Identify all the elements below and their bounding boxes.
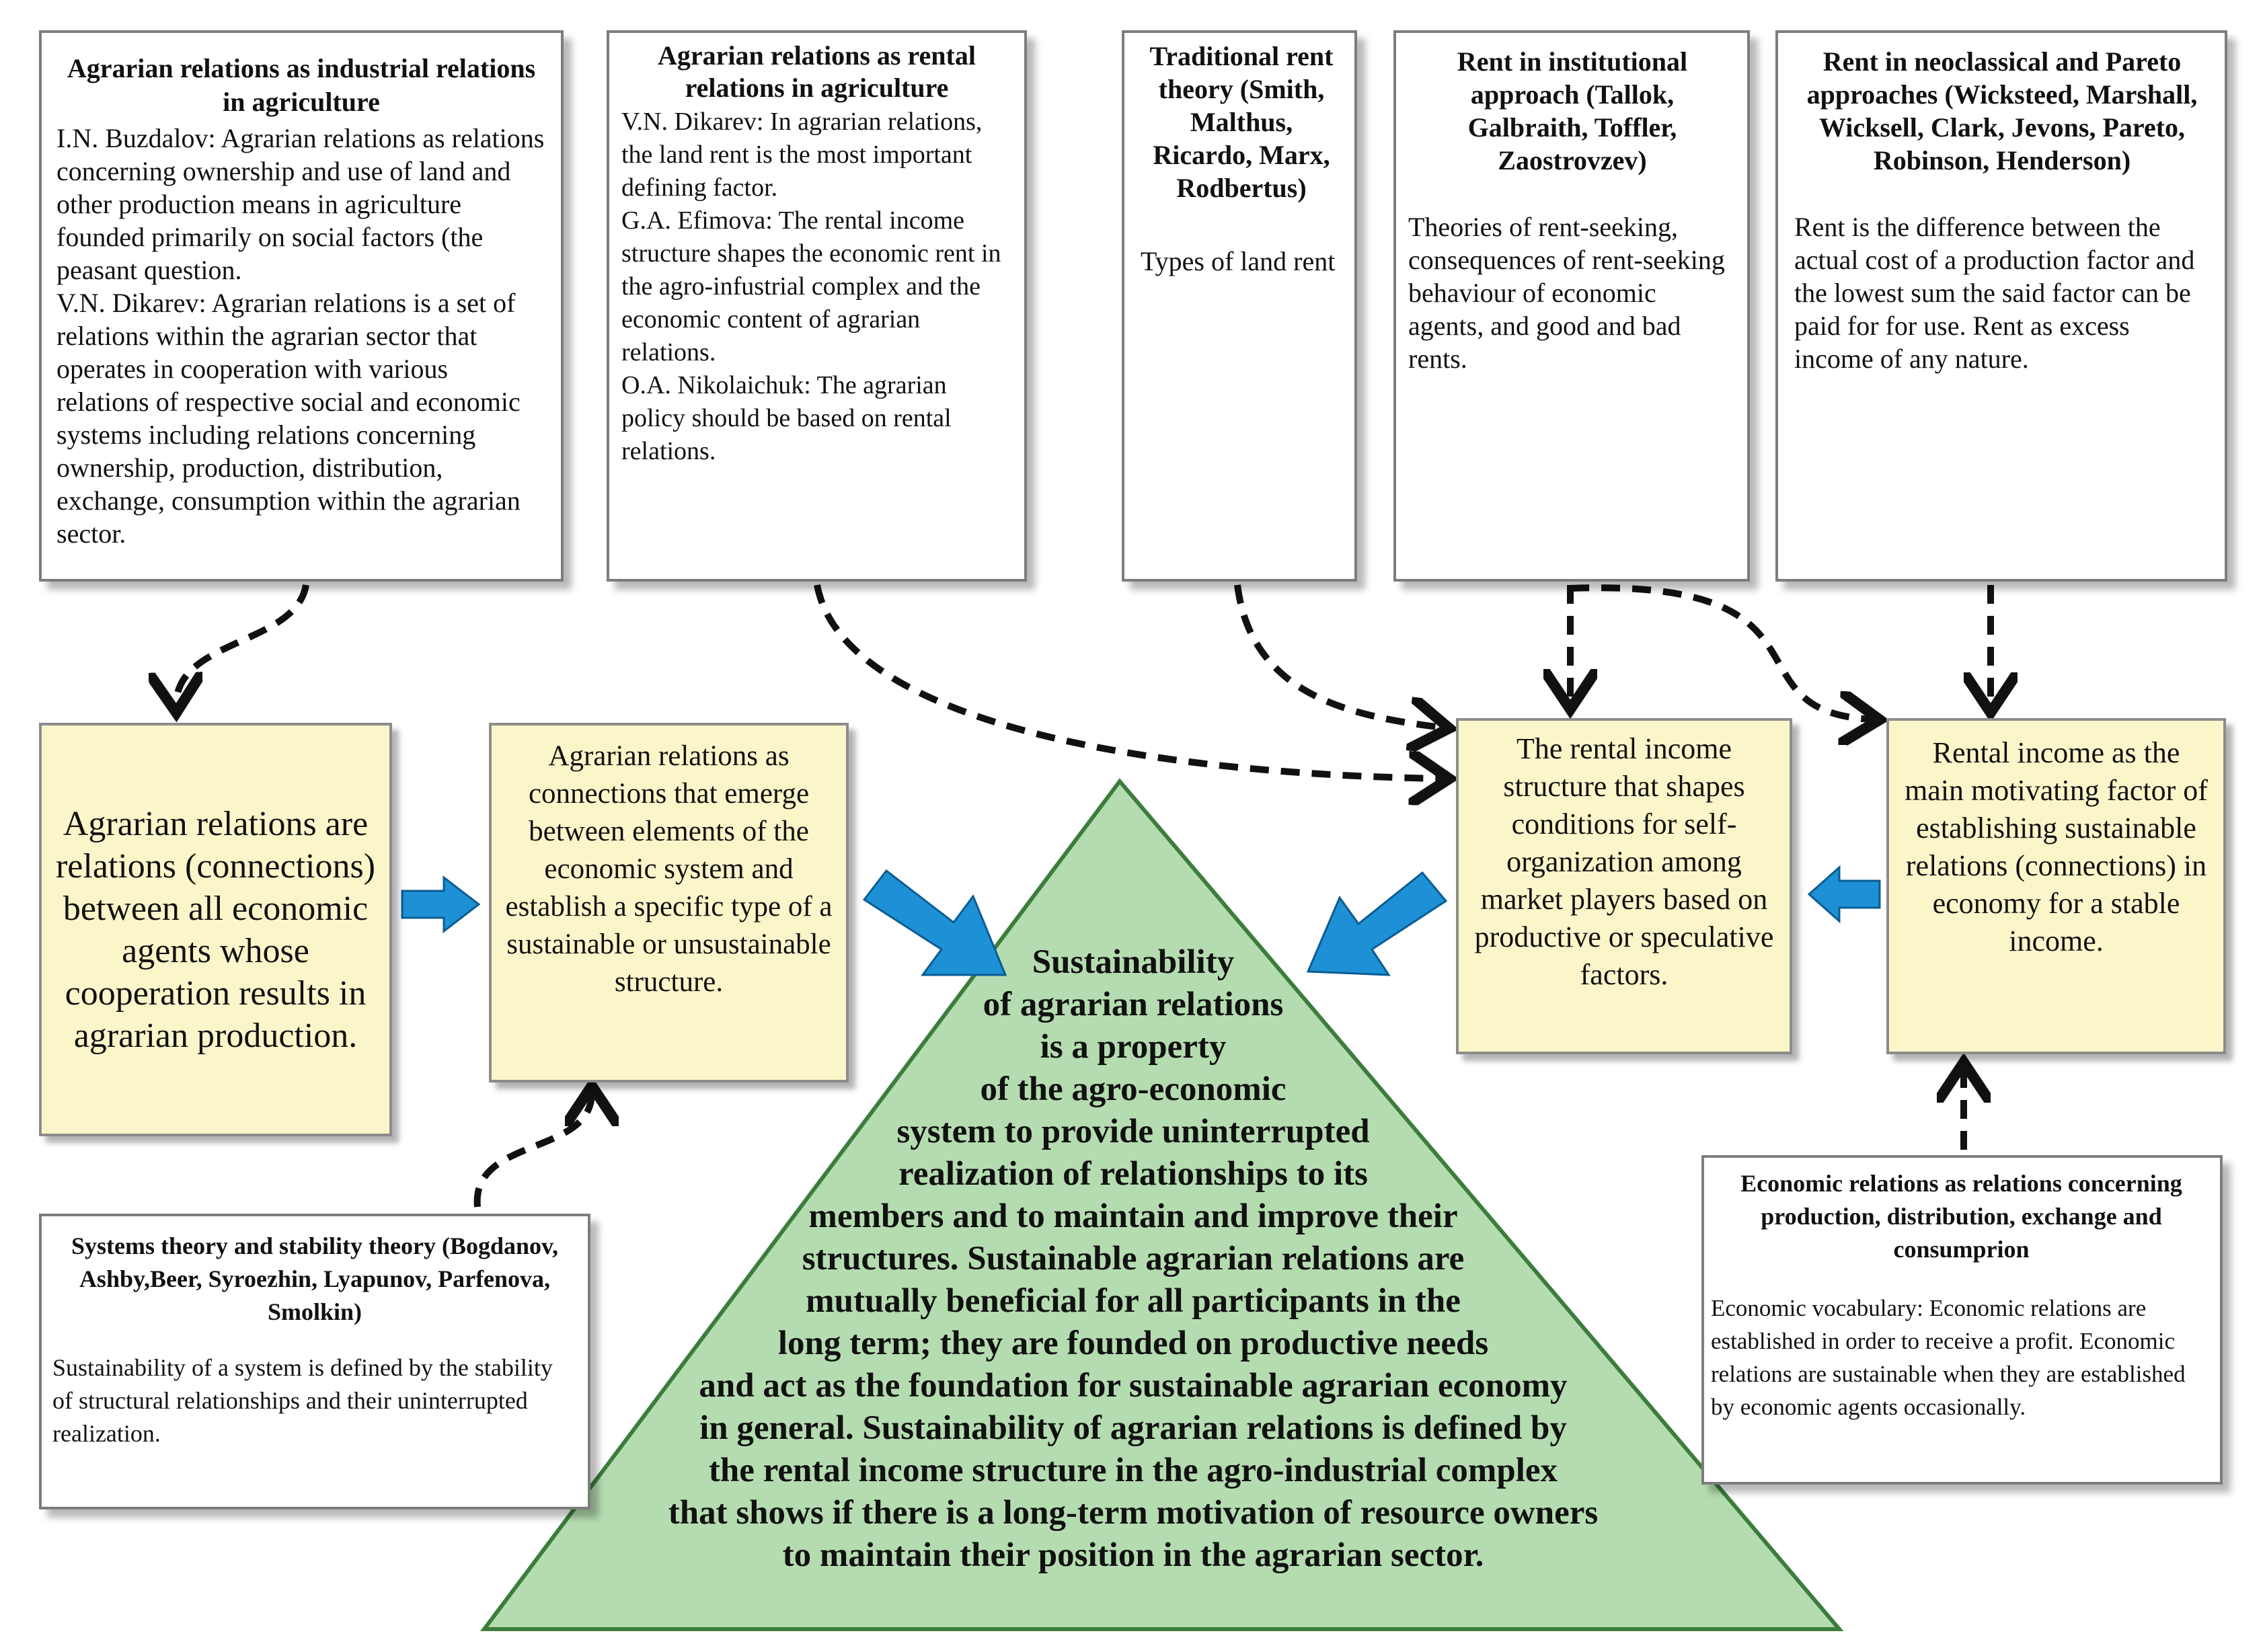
box-economic-text: Economic vocabulary: Economic relations … (1711, 1295, 2186, 1420)
yellow-system-text: Agrarian relations as connections that e… (505, 740, 833, 998)
sustainability-triangle (480, 778, 1844, 1631)
blue-arrow-connections-to-system (401, 875, 481, 934)
box-industrial-relations: Agrarian relations as industrial relatio… (39, 30, 564, 582)
dashed-arrow-institutional-to-motivating (1570, 584, 1873, 719)
box-rental-text: V.N. Dikarev: In agrarian relations, the… (621, 108, 1001, 465)
dashed-arrow-systems-to-system (473, 1093, 592, 1208)
box-traditional-text: Types of land rent (1141, 246, 1336, 276)
box-rental-relations: Agrarian relations as rental relations i… (607, 30, 1027, 582)
box-institutional-rent: Rent in institutional approach (Tallok, … (1393, 30, 1750, 582)
blue-arrow-system-to-triangle (862, 869, 1007, 976)
yellow-box-relations-connections: Agrarian relations are relations (connec… (39, 723, 392, 1136)
dashed-arrow-rental-to-structure (814, 584, 1443, 779)
yellow-structure-text: The rental income structure that shapes … (1474, 732, 1774, 991)
box-neoclassical-text: Rent is the difference between the actua… (1794, 212, 2195, 374)
box-rental-title: Agrarian relations as rental relations i… (658, 40, 976, 103)
dashed-arrow-industrial-to-connections (176, 584, 309, 706)
blue-arrow-structure-to-triangle (1306, 871, 1448, 976)
yellow-box-economic-system: Agrarian relations as connections that e… (489, 723, 849, 1083)
triangle-definition-text: Sustainability of agrarian relations is … (668, 943, 1599, 1574)
box-institutional-text: Theories of rent-seeking, consequences o… (1408, 212, 1725, 374)
box-traditional-title: Traditional rent theory (Smith, Malthus,… (1149, 41, 1334, 203)
yellow-motivating-text: Rental income as the main motivating fac… (1905, 736, 2208, 957)
blue-arrow-motivating-to-structure (1807, 865, 1881, 924)
box-systems-title: Systems theory and stability theory (Bog… (71, 1232, 559, 1325)
box-traditional-rent: Traditional rent theory (Smith, Malthus,… (1122, 30, 1357, 582)
box-industrial-title: Agrarian relations as industrial relatio… (67, 53, 536, 117)
box-systems-theory: Systems theory and stability theory (Bog… (39, 1214, 590, 1509)
yellow-box-rental-structure: The rental income structure that shapes … (1456, 718, 1792, 1054)
box-industrial-text: I.N. Buzdalov: Agrarian relations as rel… (56, 123, 545, 549)
dashed-arrow-traditional-to-structure (1234, 584, 1443, 727)
yellow-connections-text: Agrarian relations are relations (connec… (55, 804, 376, 1055)
box-neoclassical-rent: Rent in neoclassical and Pareto approach… (1775, 30, 2227, 582)
box-institutional-title: Rent in institutional approach (Tallok, … (1457, 46, 1688, 175)
box-systems-text: Sustainability of a system is defined by… (52, 1354, 553, 1447)
box-economic-title: Economic relations as relations concerni… (1740, 1170, 2182, 1263)
yellow-box-motivating-factor: Rental income as the main motivating fac… (1886, 718, 2226, 1054)
box-neoclassical-title: Rent in neoclassical and Pareto approach… (1806, 46, 2198, 175)
box-economic-relations: Economic relations as relations concerni… (1701, 1155, 2223, 1485)
